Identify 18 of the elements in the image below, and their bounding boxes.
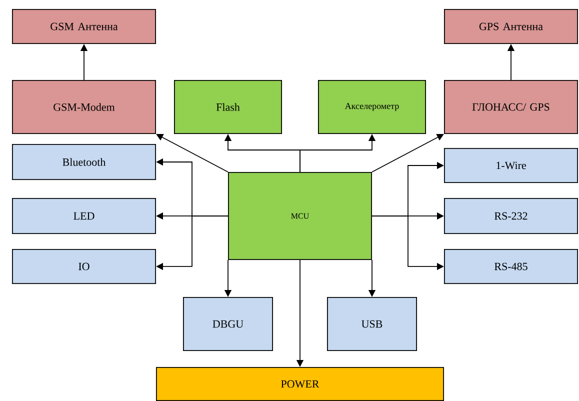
antenna-box: GSM Антенна bbox=[12, 9, 156, 44]
module-box: Акселерометр bbox=[318, 80, 426, 134]
arrow bbox=[372, 134, 444, 172]
interface-box: RS-485 bbox=[444, 249, 578, 284]
module-box: ГЛОНАСС/ GPS bbox=[444, 80, 578, 134]
interface-box: Bluetooth bbox=[12, 144, 156, 180]
module-box: Flash bbox=[174, 80, 282, 134]
antenna-box: GPS Антенна bbox=[444, 9, 578, 44]
interface-box: USB bbox=[327, 296, 417, 351]
arrow bbox=[156, 134, 228, 172]
module-box: GSM-Modem bbox=[12, 80, 156, 134]
power-box: POWER bbox=[156, 366, 444, 401]
interface-box: DBGU bbox=[183, 296, 273, 351]
interface-box: LED bbox=[12, 198, 156, 234]
interface-box: IO bbox=[12, 249, 156, 284]
interface-box: 1-Wire bbox=[444, 148, 578, 183]
mcu-box: MCU bbox=[228, 172, 372, 260]
interface-box: RS-232 bbox=[444, 198, 578, 234]
